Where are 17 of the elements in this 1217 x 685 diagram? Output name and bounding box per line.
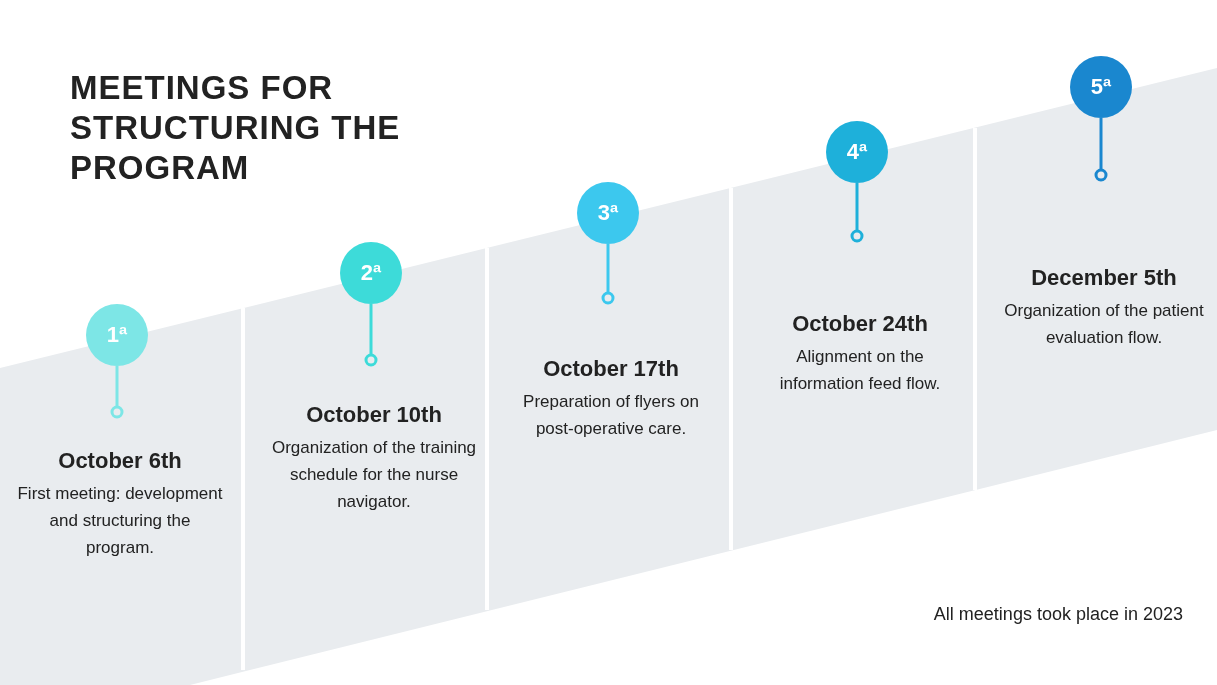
meeting-description: Organization of the patient evaluation flow. — [1003, 300, 1205, 349]
meeting-description: First meeting: development and structuring the program. — [16, 483, 224, 559]
meeting-description: Alignment on the information feed flow. — [778, 346, 942, 395]
meeting-description: Preparation of flyers on post-operative care. — [522, 391, 700, 440]
date-heading: October 10th — [305, 402, 443, 428]
date-heading: October 17th — [542, 356, 680, 382]
date-heading: October 6th — [57, 448, 183, 474]
title: MEETINGS FOR STRUCTURING THE PROGRAM — [70, 68, 402, 188]
step-circle: 3ª — [577, 182, 639, 244]
meeting-description: Organization of the training schedule for the nurse navigator. — [270, 437, 478, 513]
step-circle: 5ª — [1070, 56, 1132, 118]
date-heading: December 5th — [1030, 265, 1178, 291]
footnote: All meetings took place in 2023 — [933, 604, 1183, 625]
step-circle: 1ª — [86, 304, 148, 366]
step-circle: 2ª — [340, 242, 402, 304]
step-circle: 4ª — [826, 121, 888, 183]
date-heading: October 24th — [791, 311, 929, 337]
